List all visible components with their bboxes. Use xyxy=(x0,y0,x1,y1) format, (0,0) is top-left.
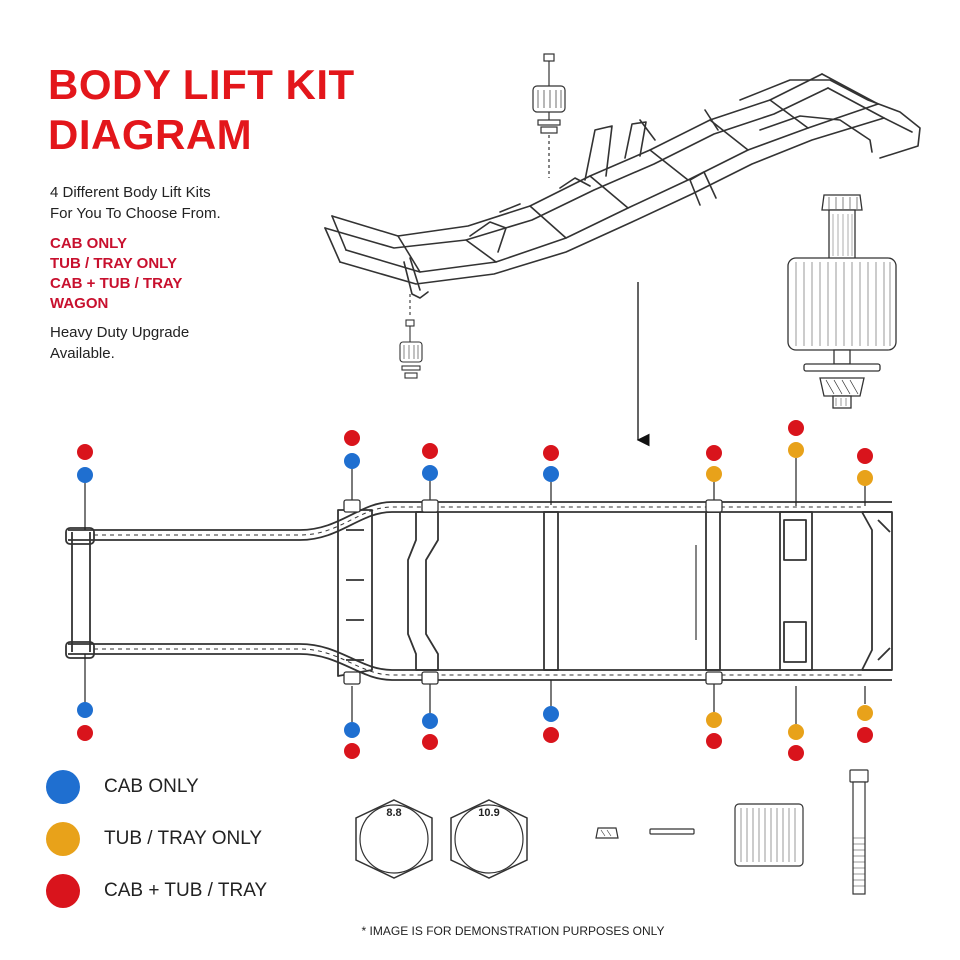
marker-dot xyxy=(344,453,360,469)
bolt-grade-label: 10.9 xyxy=(478,807,499,819)
large-spacer-illustration xyxy=(787,194,897,409)
marker-dot xyxy=(77,702,93,718)
kit-item-tub-tray-only: TUB / TRAY ONLY xyxy=(50,255,177,272)
diagram-title: BODY LIFT KIT DIAGRAM xyxy=(48,60,355,160)
marker-dot xyxy=(706,445,722,461)
marker-dot xyxy=(857,727,873,743)
marker-dot xyxy=(857,470,873,486)
marker-dot xyxy=(543,445,559,461)
upgrade-note: Heavy Duty Upgrade Available. xyxy=(50,322,189,364)
marker-dot xyxy=(344,722,360,738)
marker-dot xyxy=(706,733,722,749)
marker-dot xyxy=(706,466,722,482)
bolt-head-10-9: 10.9 xyxy=(450,799,528,879)
marker-dot xyxy=(706,712,722,728)
marker-dot xyxy=(344,743,360,759)
hardware-parts xyxy=(595,769,869,895)
top-view-frame xyxy=(65,501,893,681)
exploded-mount-bottom xyxy=(399,294,423,379)
title-line-1: BODY LIFT KIT xyxy=(48,61,355,108)
kit-item-cab-only: CAB ONLY xyxy=(50,235,127,252)
marker-dot xyxy=(422,734,438,750)
intro-line-2: For You To Choose From. xyxy=(50,205,221,222)
upgrade-line-2: Available. xyxy=(50,345,115,362)
frame-centerline xyxy=(94,506,862,676)
marker-dot xyxy=(422,713,438,729)
title-line-2: DIAGRAM xyxy=(48,111,253,158)
kit-item-cab-tub-tray: CAB + TUB / TRAY xyxy=(50,275,183,292)
marker-dot xyxy=(857,448,873,464)
marker-dot xyxy=(543,466,559,482)
mount-markers xyxy=(77,420,873,761)
kit-list: CAB ONLY TUB / TRAY ONLY CAB + TUB / TRA… xyxy=(50,234,182,314)
legend-label: TUB / TRAY ONLY xyxy=(104,828,263,849)
washer-icon xyxy=(649,828,695,835)
disclaimer: * IMAGE IS FOR DEMONSTRATION PURPOSES ON… xyxy=(361,924,665,938)
marker-dot xyxy=(77,444,93,460)
marker-dot xyxy=(344,430,360,446)
marker-dot xyxy=(857,705,873,721)
marker-dot xyxy=(77,467,93,483)
marker-dot xyxy=(543,727,559,743)
intro-text: 4 Different Body Lift Kits For You To Ch… xyxy=(50,182,221,224)
marker-dot xyxy=(788,420,804,436)
nut-icon xyxy=(595,827,619,839)
isometric-chassis-illustration xyxy=(324,73,921,299)
bolt-grade-label: 8.8 xyxy=(386,807,401,819)
bolt-head-8-8: 8.8 xyxy=(355,799,433,879)
mount-joints xyxy=(343,499,723,685)
legend-swatch-orange xyxy=(46,822,80,856)
upgrade-line-1: Heavy Duty Upgrade xyxy=(50,324,190,341)
marker-dot xyxy=(788,745,804,761)
legend-swatch-red xyxy=(46,874,80,908)
spacer-icon xyxy=(734,803,804,867)
marker-dot xyxy=(77,725,93,741)
marker-dot xyxy=(543,706,559,722)
marker-dot xyxy=(788,442,804,458)
marker-dot xyxy=(788,724,804,740)
legend-label: CAB ONLY xyxy=(104,776,199,797)
mount-stems xyxy=(84,458,866,724)
exploded-mount-top xyxy=(532,53,566,178)
marker-dot xyxy=(422,443,438,459)
intro-line-1: 4 Different Body Lift Kits xyxy=(50,184,211,201)
legend-label: CAB + TUB / TRAY xyxy=(104,880,268,901)
bolt-icon xyxy=(849,769,869,783)
legend-swatch-blue xyxy=(46,770,80,804)
marker-dot xyxy=(422,465,438,481)
kit-item-wagon: WAGON xyxy=(50,295,109,312)
